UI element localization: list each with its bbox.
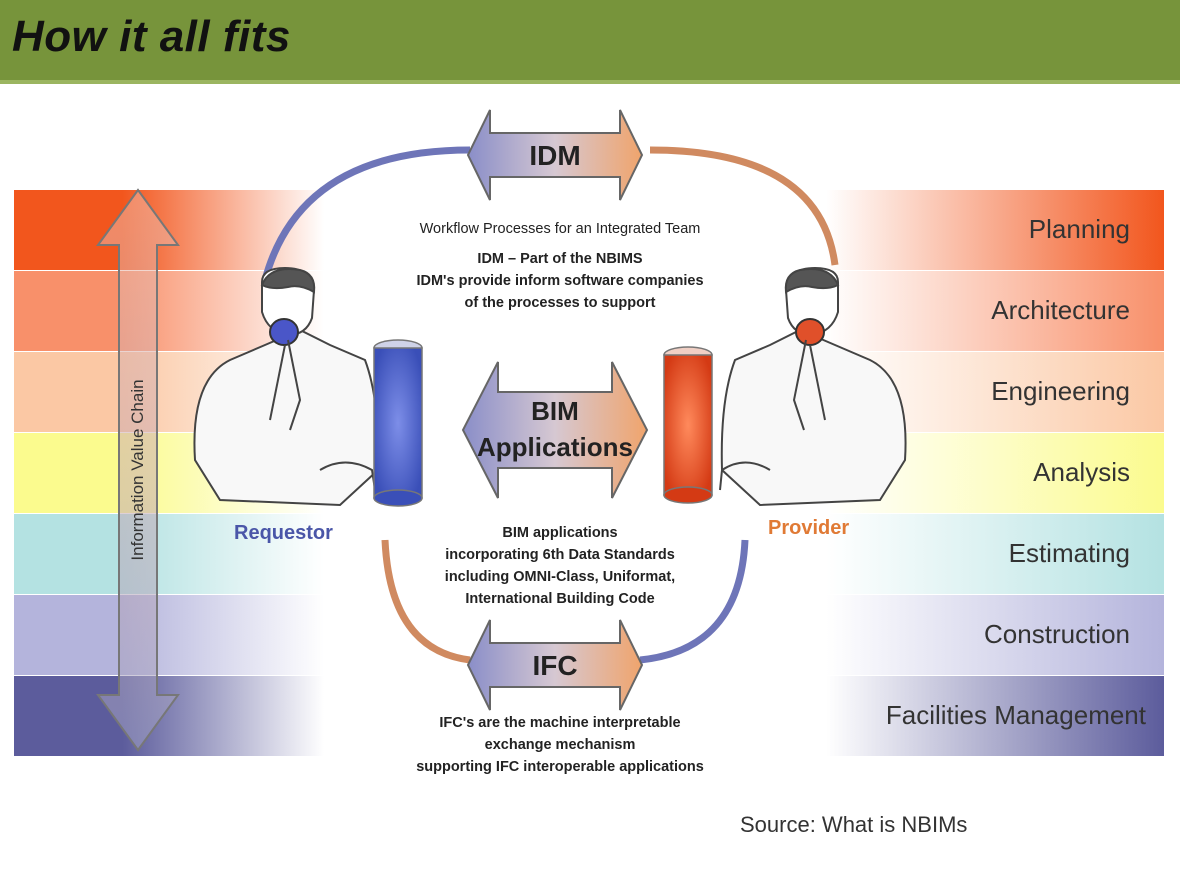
band-label: Facilities Management [885, 700, 1146, 730]
title-bar [0, 0, 1180, 80]
value-chain-label: Information Value Chain [128, 379, 147, 561]
bim-diagram [96, 109, 907, 752]
idm-text-line3: IDM's provide inform software companies [416, 273, 704, 289]
bim-text-line3: including OMNI-Class, Uniformat, [444, 569, 676, 585]
idm-text-line4: of the processes to support [464, 295, 656, 311]
band-label: Architecture [991, 295, 1130, 325]
idm-arc-right [649, 146, 839, 266]
provider-data-cylinder [663, 346, 713, 504]
title-bar-underline [0, 80, 1180, 84]
band-left-4 [14, 514, 324, 594]
requestor-data-cylinder [373, 339, 423, 507]
bim-description: BIM applications incorporating 6th Data … [370, 522, 750, 610]
provider-label: Provider [768, 517, 850, 539]
idm-double-arrow [466, 109, 644, 201]
band-left-6 [14, 676, 324, 756]
bim-double-arrow [461, 361, 649, 499]
band-left-5 [14, 595, 324, 675]
bim-text-line1: BIM applications [502, 525, 618, 541]
ifc-arc-left [381, 539, 471, 664]
idm-label: IDM [529, 140, 581, 171]
bim-label-line1: BIM [531, 396, 579, 426]
idm-text-line1: Workflow Processes for an Integrated Tea… [419, 221, 701, 237]
source-citation: Source: What is NBIMs [740, 812, 968, 837]
band-label: Planning [1028, 214, 1130, 244]
band-label: Engineering [991, 376, 1130, 406]
idm-description: Workflow Processes for an Integrated Tea… [340, 218, 780, 314]
bim-text-line4: International Building Code [465, 591, 655, 607]
ifc-double-arrow [466, 619, 644, 711]
ifc-label: IFC [532, 650, 578, 681]
idm-text-line2: IDM – Part of the NBIMS [477, 251, 643, 267]
band-right-1: Architecture [826, 271, 1164, 351]
band-label: Estimating [1008, 538, 1130, 568]
band-right-0: Planning [826, 190, 1164, 270]
slide-title: How it all fits [12, 12, 291, 61]
band-right-5: Construction [826, 595, 1164, 675]
idm-arc-left [261, 146, 471, 281]
ifc-description: IFC's are the machine interpretable exch… [340, 712, 780, 778]
bim-label-line2: Applications [476, 432, 633, 462]
band-right-6: Facilities Management [826, 676, 1164, 756]
band-label: Analysis [1033, 457, 1130, 487]
ifc-text-line3: supporting IFC interoperable application… [416, 759, 704, 775]
ifc-text-line1: IFC's are the machine interpretable [439, 715, 681, 731]
ifc-arc-right [639, 539, 749, 664]
provider-figure [719, 266, 907, 507]
ifc-text-line2: exchange mechanism [484, 737, 636, 753]
requestor-label: Requestor [234, 522, 333, 544]
band-right-4: Estimating [826, 514, 1164, 594]
band-label: Construction [984, 619, 1130, 649]
bim-text-line2: incorporating 6th Data Standards [445, 547, 675, 563]
value-chain-arrow [96, 188, 180, 752]
